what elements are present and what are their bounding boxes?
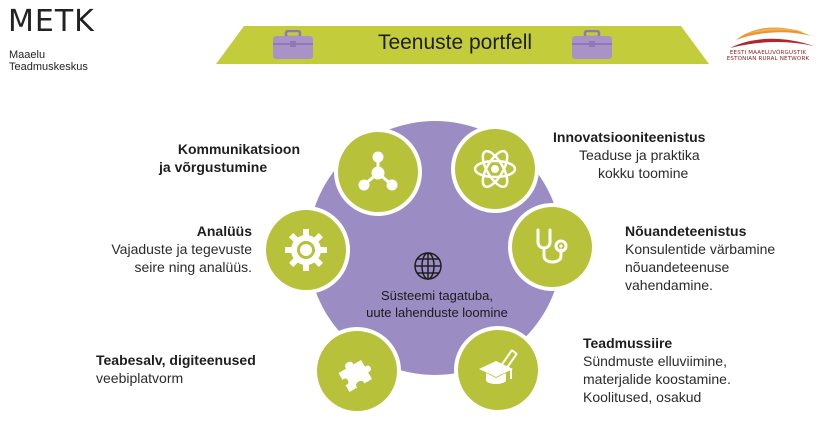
node-repository	[313, 327, 401, 415]
hub-caption-line1: Süsteemi tagatuba,	[380, 288, 494, 303]
briefcase-icon-right	[572, 30, 612, 59]
label-knowledge-transfer: Teadmussiire Sündmuste elluviimine, mate…	[583, 334, 783, 406]
puzzle-icon	[338, 359, 373, 393]
label-communication: Kommunikatsioon ja võrgustumine	[120, 140, 300, 176]
stethoscope-icon	[536, 228, 568, 264]
logo-subtitle-line2: Teadmuskeskus	[9, 61, 88, 73]
rural-network-text: EESTI MAAELUVÕRGUSTIK ESTONIAN RURAL NET…	[712, 50, 824, 62]
node-communication	[334, 128, 422, 216]
briefcase-icon-left	[273, 30, 313, 59]
label-knowledge-transfer-desc3: Koolitused, osakud	[583, 389, 702, 405]
node-analysis	[262, 206, 350, 294]
label-repository-title: Teabesalv, digiteenused	[96, 352, 256, 368]
label-innovation: Innovatsiooniteenistus Teaduse ja prakti…	[553, 128, 783, 182]
rural-network-logo	[730, 27, 814, 48]
label-communication-title2: ja võrgustumine	[159, 159, 268, 175]
atom-icon	[473, 149, 517, 189]
label-innovation-desc2: kokku toomine	[598, 165, 689, 181]
logo-subtitle-line1: Maaelu	[9, 49, 46, 61]
label-knowledge-transfer-desc2: materjalide koostamine.	[583, 371, 731, 387]
gear-icon	[285, 229, 327, 271]
label-innovation-title: Innovatsiooniteenistus	[553, 129, 706, 145]
globe-icon	[414, 252, 442, 280]
label-analysis-desc1: Vajaduste ja tegevuste	[111, 241, 252, 257]
label-repository-desc1: veebiplatvorm	[96, 370, 184, 386]
label-analysis: Analüüs Vajaduste ja tegevuste seire nin…	[60, 222, 252, 276]
label-advisory: Nõuandeteenistus Konsulentide värbamine …	[625, 222, 820, 294]
label-communication-title1: Kommunikatsioon	[177, 141, 300, 157]
label-knowledge-transfer-desc1: Sündmuste elluviimine,	[583, 353, 727, 369]
page-title: Teenuste portfell	[377, 31, 533, 54]
network-icon	[358, 151, 398, 191]
node-knowledge-transfer	[454, 326, 542, 414]
label-repository: Teabesalv, digiteenused veebiplatvorm	[96, 351, 306, 387]
graduation-icon	[479, 349, 518, 384]
metk-logo: METK	[8, 4, 95, 39]
network-line2: ESTONIAN RURAL NETWORK	[726, 56, 810, 62]
node-advisory	[508, 203, 596, 291]
logo-subtitle: Maaelu Teadmuskeskus	[9, 49, 88, 73]
label-analysis-desc2: seire ning analüüs.	[134, 259, 252, 275]
network-line1: EESTI MAAELUVÕRGUSTIK	[729, 50, 807, 56]
hub-caption-line2: uute lahenduste loomine	[366, 305, 508, 320]
label-advisory-desc3: vahendamine.	[625, 277, 713, 293]
label-analysis-title: Analüüs	[196, 223, 252, 239]
label-advisory-desc1: Konsulentide värbamine	[625, 241, 776, 257]
label-knowledge-transfer-title: Teadmussiire	[583, 335, 673, 351]
label-advisory-title: Nõuandeteenistus	[625, 223, 747, 239]
node-innovation	[451, 125, 539, 213]
hub-caption: Süsteemi tagatuba, uute lahenduste loomi…	[342, 287, 532, 321]
label-advisory-desc2: nõuandeteenuse	[625, 259, 730, 275]
label-innovation-desc1: Teaduse ja praktika	[579, 147, 700, 163]
